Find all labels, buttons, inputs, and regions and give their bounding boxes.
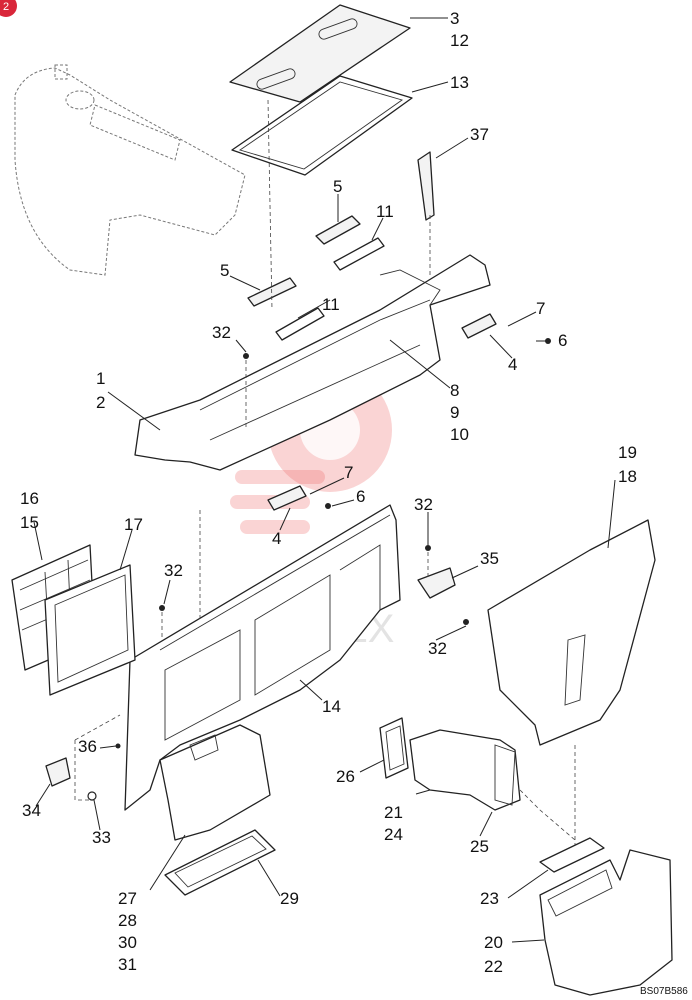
- duct-gasket: [379, 717, 409, 779]
- callout-7-right: 7: [536, 299, 545, 318]
- callout-1: 1: [96, 369, 105, 388]
- assembly-lines: [74, 99, 576, 845]
- callout-32-mid: 32: [414, 495, 433, 514]
- clip-34: [45, 757, 71, 787]
- callout-14: 14: [322, 697, 341, 716]
- callout-5-upper: 5: [333, 177, 342, 196]
- screw-32-top: [243, 353, 249, 359]
- screw-32-right: [463, 619, 469, 625]
- callout-25: 25: [470, 837, 489, 856]
- callout-32-right: 32: [428, 639, 447, 658]
- bracket-5-upper: [315, 215, 361, 245]
- screw-32-left: [159, 605, 165, 611]
- callout-22: 22: [484, 957, 503, 976]
- duct-elbow: [409, 729, 521, 811]
- outlet-gasket: [539, 837, 605, 873]
- callout-18: 18: [618, 467, 637, 486]
- strip-11-upper: [333, 237, 385, 271]
- callout-3: 3: [450, 9, 459, 28]
- callout-23: 23: [480, 889, 499, 908]
- callout-28: 28: [118, 911, 137, 930]
- callout-16: 16: [20, 489, 39, 508]
- callout-4-left: 4: [272, 529, 281, 548]
- callout-32-left: 32: [164, 561, 183, 580]
- callout-33: 33: [92, 828, 111, 847]
- page-badge: 2: [0, 0, 17, 17]
- callout-11-upper: 11: [376, 202, 394, 221]
- callout-5-lower: 5: [220, 261, 229, 280]
- outlet-elbow: [539, 849, 673, 996]
- callout-8: 8: [450, 381, 459, 400]
- callout-34: 34: [22, 801, 41, 820]
- screw-36: [115, 743, 121, 749]
- callout-27: 27: [118, 889, 137, 908]
- screw-6-left: [325, 503, 331, 509]
- callout-21: 21: [384, 803, 403, 822]
- drawing-code: BS07B586: [640, 986, 688, 997]
- callout-31: 31: [118, 955, 137, 974]
- callout-13: 13: [450, 73, 469, 92]
- duct-cover: [487, 519, 656, 746]
- callout-6-left: 6: [356, 487, 365, 506]
- top-lid: [229, 4, 411, 103]
- side-panel: [124, 504, 401, 811]
- callout-30: 30: [118, 933, 137, 952]
- grab-handle: [417, 151, 435, 221]
- clip-4-right: [461, 313, 497, 339]
- callout-6-right: 6: [558, 331, 567, 350]
- callout-35: 35: [480, 549, 499, 568]
- callout-32-top: 32: [212, 323, 231, 342]
- clip-4-left: [267, 485, 307, 511]
- main-console: [134, 254, 491, 471]
- box-gasket: [164, 829, 276, 896]
- lower-box: [159, 724, 271, 841]
- callout-10: 10: [450, 425, 469, 444]
- callout-2: 2: [96, 393, 105, 412]
- leader-lines: [33, 17, 616, 943]
- callout-labels: 3 12 13 37 5 11 5 11 7 6 4 32 1 2 8 9 10…: [20, 9, 637, 976]
- strip-11-lower: [275, 307, 325, 341]
- callout-29: 29: [280, 889, 299, 908]
- callout-17: 17: [124, 515, 143, 534]
- callout-11-lower: 11: [322, 295, 340, 314]
- grille-frame: [44, 564, 136, 696]
- badge-number: 2: [3, 1, 9, 13]
- callout-19: 19: [618, 443, 637, 462]
- screw-32-mid: [425, 545, 431, 551]
- screw-33: [87, 791, 97, 801]
- callout-26: 26: [336, 767, 355, 786]
- callout-24: 24: [384, 825, 403, 844]
- reference-dashboard: [14, 64, 246, 276]
- callout-20: 20: [484, 933, 503, 952]
- callout-9: 9: [450, 403, 459, 422]
- callout-36: 36: [78, 737, 97, 756]
- callout-7-left: 7: [344, 463, 353, 482]
- bracket-35: [417, 567, 456, 599]
- callout-15: 15: [20, 513, 39, 532]
- callout-37: 37: [470, 125, 489, 144]
- lid-gasket: [231, 75, 413, 176]
- callout-4-right: 4: [508, 355, 517, 374]
- callout-12: 12: [450, 31, 469, 50]
